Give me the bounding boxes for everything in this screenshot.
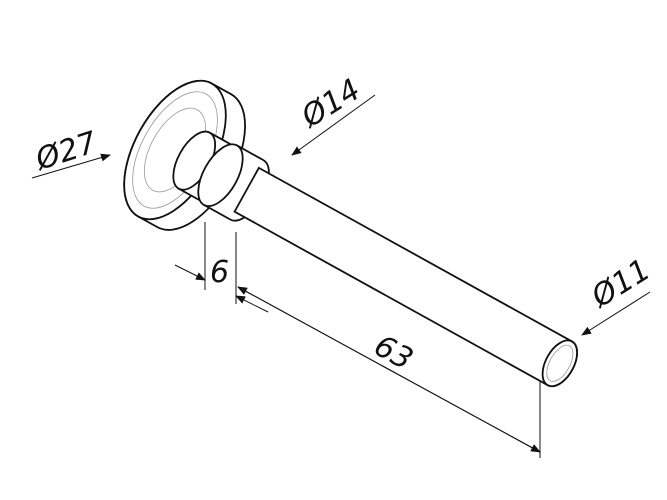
dimension-shaft-diameter: Ø11 bbox=[581, 252, 657, 336]
svg-text:Ø27: Ø27 bbox=[30, 125, 101, 178]
dimension-collar-diameter: Ø14 bbox=[291, 72, 376, 156]
svg-text:Ø14: Ø14 bbox=[294, 72, 367, 135]
svg-text:6: 6 bbox=[210, 255, 229, 290]
dimension-collar-length: 6 bbox=[174, 222, 269, 313]
shaft-part bbox=[123, 79, 578, 388]
shaft bbox=[233, 166, 578, 388]
dimension-flange-diameter: Ø27 bbox=[30, 125, 111, 179]
svg-text:Ø11: Ø11 bbox=[584, 252, 657, 315]
svg-text:63: 63 bbox=[368, 328, 418, 377]
